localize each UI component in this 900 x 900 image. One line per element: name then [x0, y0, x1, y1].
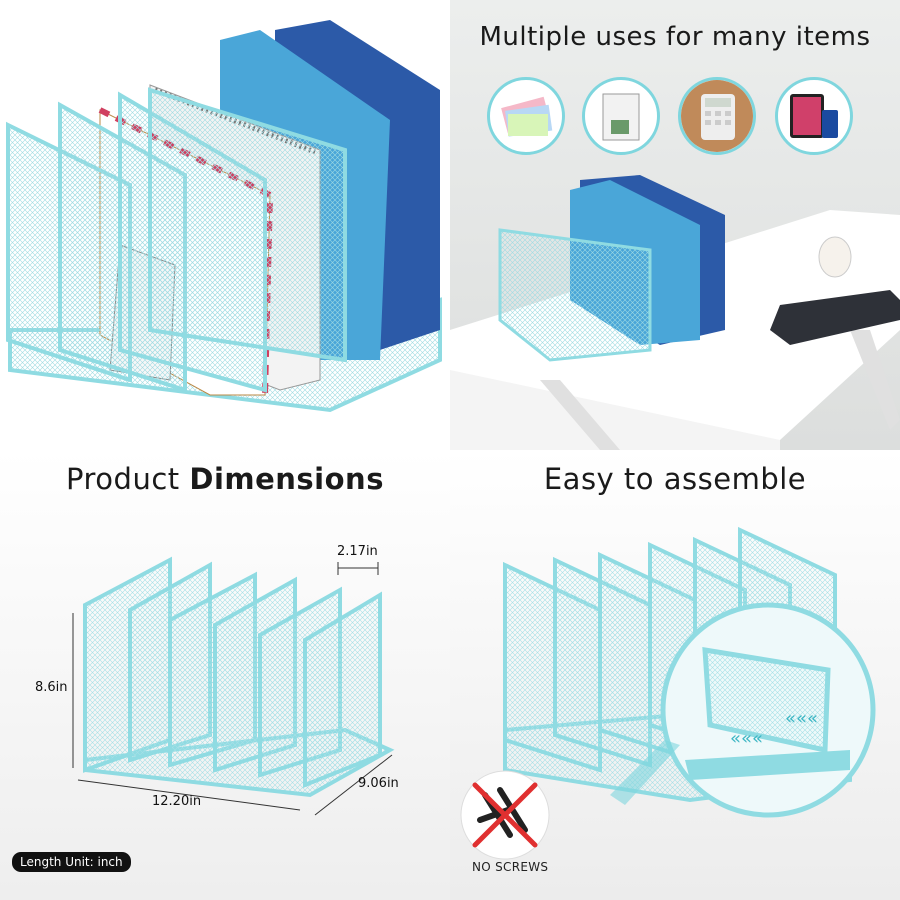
multiple-uses-panel: Multiple uses for many items [450, 0, 900, 450]
dimensions-panel: Product Dimensions 2.17in [0, 450, 450, 900]
tablet-phone-icon [775, 77, 853, 155]
arrow-left-icon: ««« [730, 728, 763, 749]
depth-dimension-label: 9.06in [358, 776, 399, 791]
assembly-title: Easy to assemble [543, 462, 807, 496]
uses-title: Multiple uses for many items [479, 22, 871, 52]
dimension-diagram [72, 556, 395, 816]
no-screws-label: NO SCREWS [472, 860, 549, 874]
dimensions-title: Product Dimensions [66, 462, 384, 496]
length-unit-badge: Length Unit: inch [12, 852, 131, 872]
no-screw-cross-icon [472, 782, 538, 848]
organizer-illustration [6, 20, 442, 413]
arrow-right-icon: ««« [785, 708, 818, 729]
assembly-panel: Easy to assemble ««« ««« [450, 450, 900, 900]
width-dimension-label: 12.20in [152, 794, 202, 809]
organizer-photo-panel [0, 0, 450, 450]
sticky-notes-icon [487, 77, 565, 155]
keyboard [770, 290, 900, 345]
coffee-cup [818, 236, 852, 278]
calculator-icon [678, 77, 756, 155]
desk-leg [540, 380, 620, 450]
height-dimension-label: 8.6in [35, 680, 68, 695]
notebooks-icon [582, 77, 660, 155]
gap-dimension-label: 2.17in [337, 544, 378, 559]
desk-scene [450, 175, 900, 450]
assembly-diagram: ««« ««« [460, 526, 876, 860]
